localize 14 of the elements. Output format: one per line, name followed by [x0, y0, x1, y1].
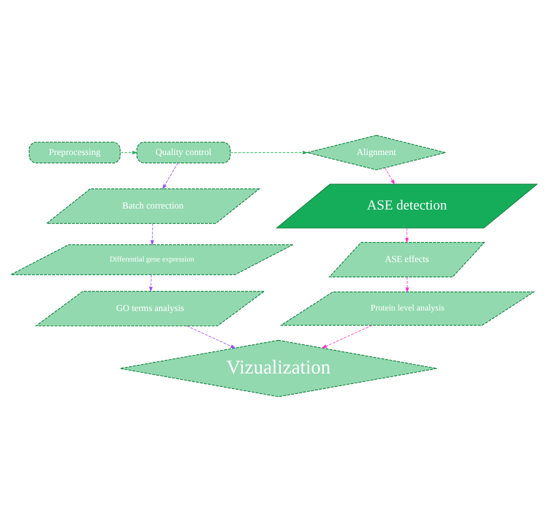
arrow — [230, 150, 308, 154]
arrow — [186, 325, 236, 348]
arrow — [162, 162, 178, 189]
arrow — [120, 150, 138, 154]
arrow — [150, 222, 154, 246]
arrow — [149, 274, 153, 292]
arrow — [405, 276, 410, 292]
node-box: Quality control — [136, 141, 231, 163]
arrow — [384, 166, 395, 184]
arrow — [322, 324, 372, 348]
node-diamond: Vizualization — [120, 339, 438, 397]
arrow — [405, 227, 409, 243]
node-diamond: Alignment — [306, 134, 446, 170]
node-box: Preprocessing — [28, 141, 121, 163]
